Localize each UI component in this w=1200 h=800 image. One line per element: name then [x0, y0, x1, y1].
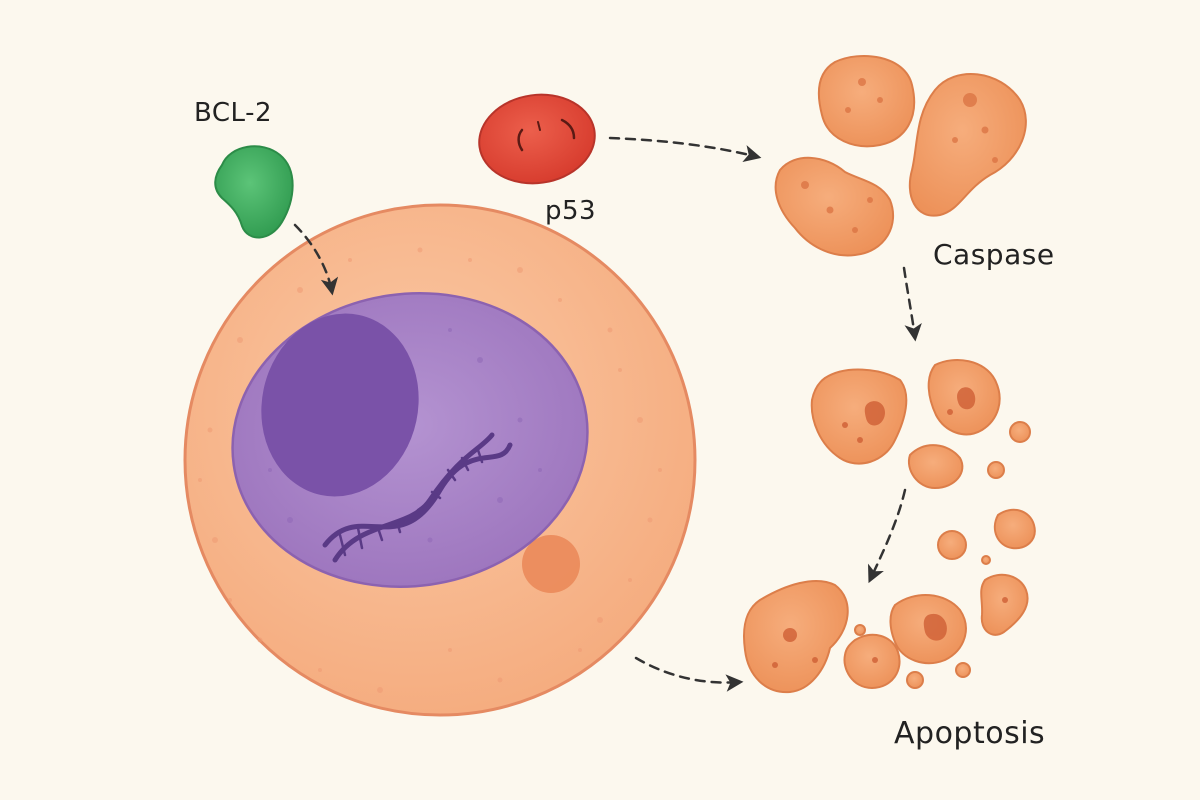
nucleolus	[261, 313, 419, 497]
p53-protein	[478, 93, 596, 185]
arrows	[293, 136, 922, 692]
cytoplasm-speckles	[198, 247, 662, 693]
nucleus	[231, 292, 589, 588]
organelle	[522, 535, 580, 593]
arrow-p53-to-caspase	[608, 136, 762, 163]
arrow-fragments-to-bodies	[868, 488, 907, 584]
dna-icon	[322, 432, 513, 563]
p53-label: p53	[545, 196, 597, 226]
fragmenting-cells	[810, 359, 1031, 490]
bcl2-label: BCL-2	[194, 98, 272, 128]
arrow-cell-to-bodies	[634, 656, 744, 692]
caspase-label: Caspase	[933, 238, 1055, 271]
caspase-cluster	[774, 55, 1027, 257]
arrow-caspase-to-fragments	[902, 266, 922, 342]
apoptosis-label: Apoptosis	[894, 716, 1046, 751]
bcl2-protein	[214, 145, 294, 239]
apoptotic-bodies	[742, 508, 1036, 694]
arrow-bcl2-to-cell	[293, 223, 339, 296]
